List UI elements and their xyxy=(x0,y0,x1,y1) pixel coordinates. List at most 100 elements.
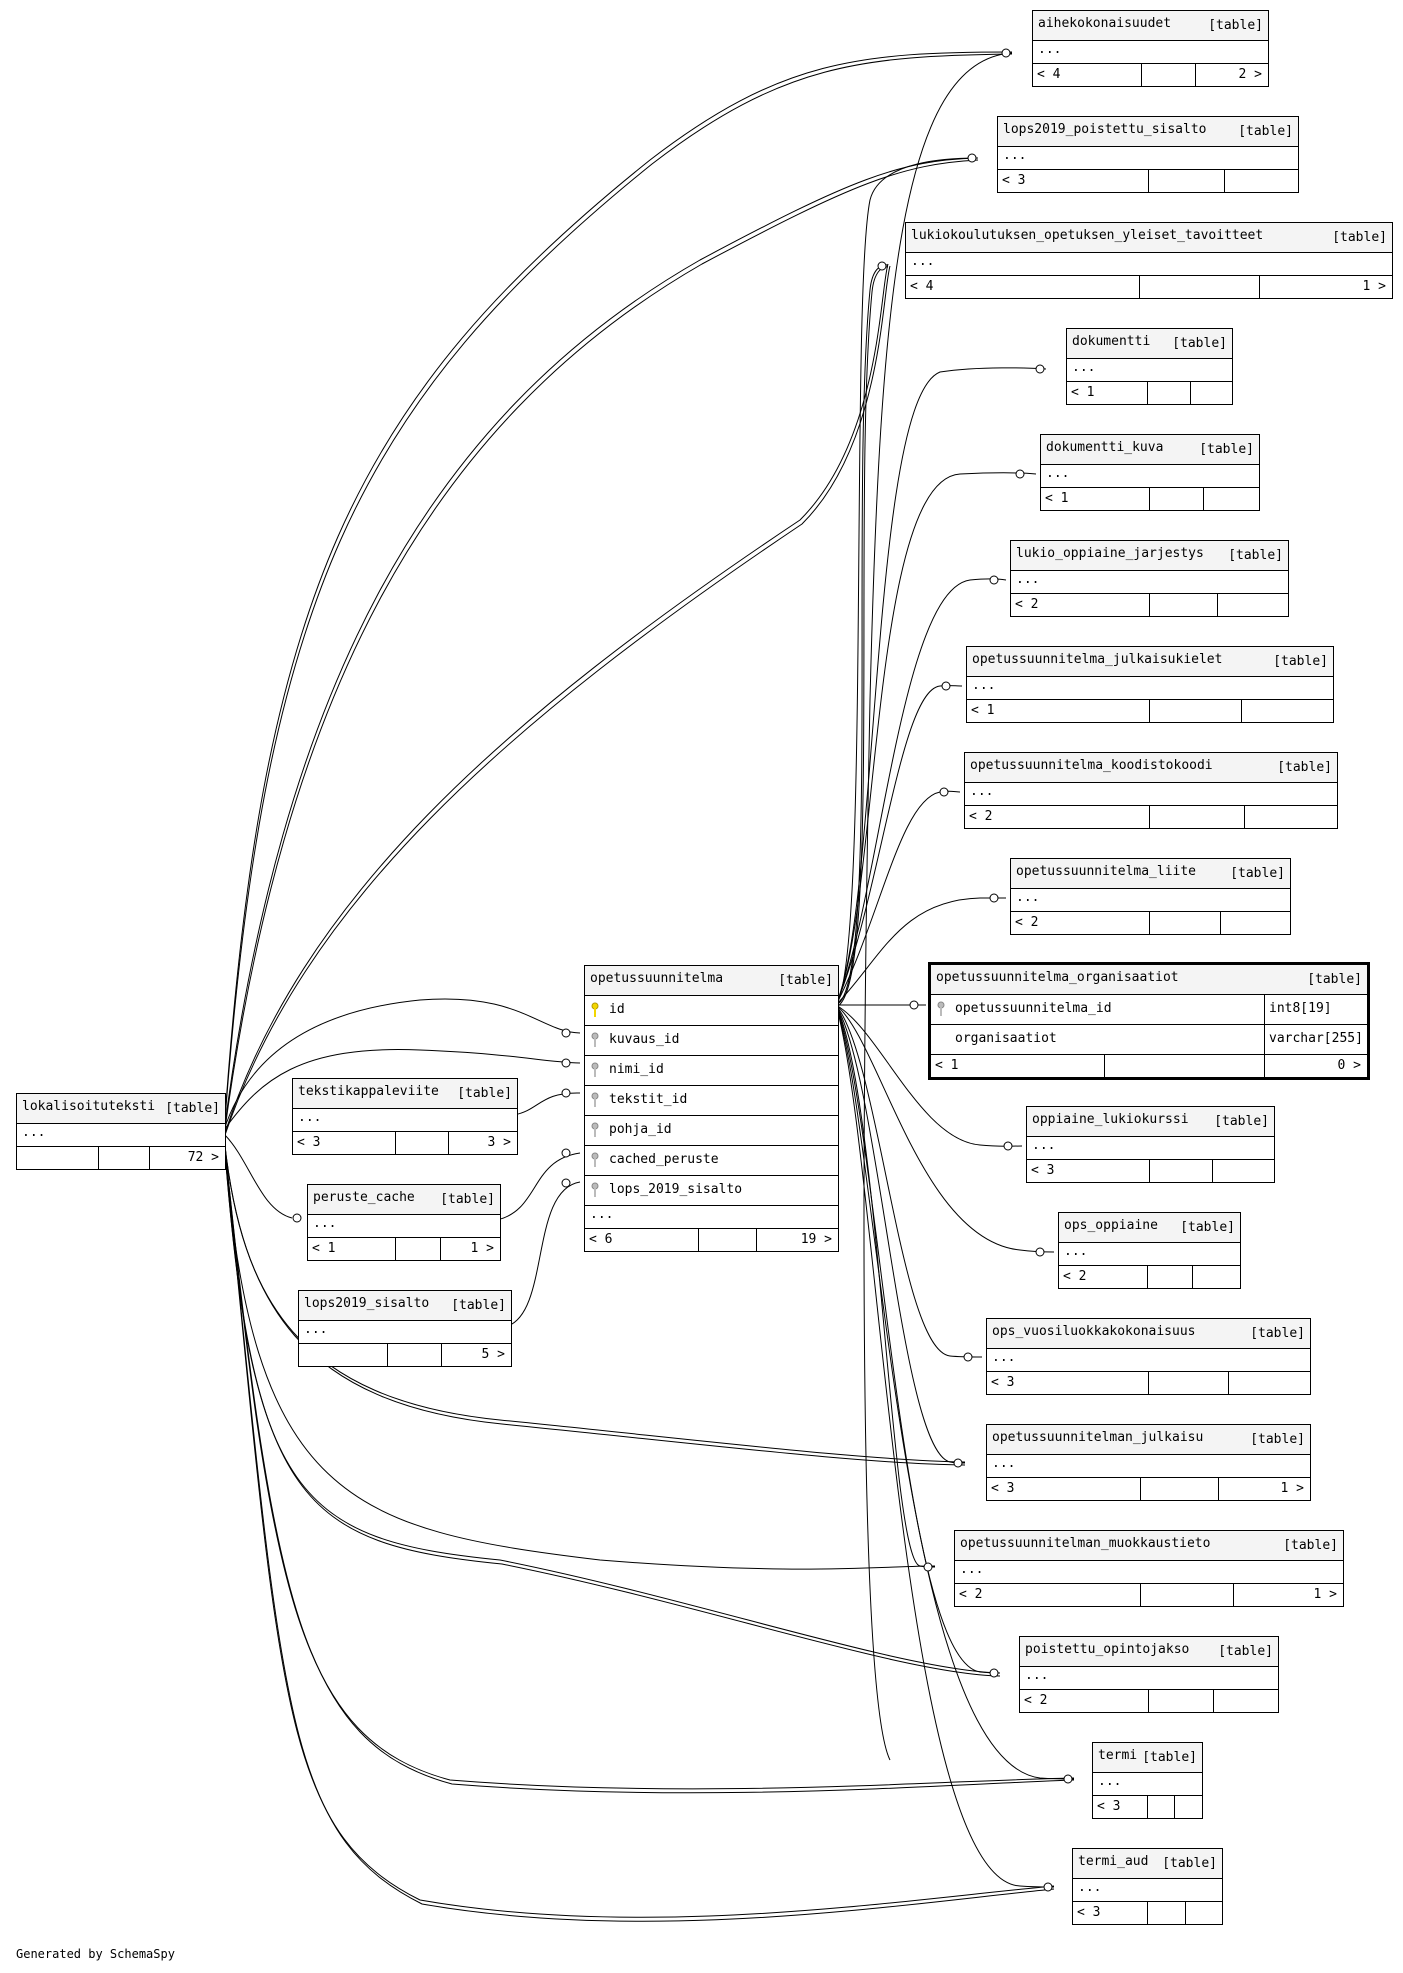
table-name: lokalisoituteksti xyxy=(22,1099,156,1114)
children-count: < 1 xyxy=(312,1241,336,1256)
table-opetussuunnitelma[interactable]: opetussuunnitelma[table] id kuvaus_id ni… xyxy=(584,965,839,1252)
table-kind: [table] xyxy=(1218,1644,1273,1659)
children-count: < 3 xyxy=(1097,1799,1121,1814)
table-footer: < 3 xyxy=(1027,1160,1274,1182)
table-opetussuunnitelma-liite[interactable]: opetussuunnitelma_liite[table] ... < 2 xyxy=(1010,858,1291,935)
table-name: tekstikappaleviite xyxy=(298,1084,439,1099)
edge-ops-termi-aud xyxy=(835,1004,1055,1888)
table-header: opetussuunnitelma_koodistokoodi[table] xyxy=(965,753,1337,783)
table-kind: [table] xyxy=(457,1086,512,1101)
table-lops2019-poistettu-sisalto[interactable]: lops2019_poistettu_sisalto[table] ... < … xyxy=(997,116,1299,193)
table-name: peruste_cache xyxy=(313,1190,415,1205)
columns-ellipsis: ... xyxy=(308,1215,500,1238)
children-count: < 4 xyxy=(910,279,934,294)
table-name: opetussuunnitelman_muokkaustieto xyxy=(960,1536,1211,1551)
edge-ops-koodistokoodi xyxy=(835,790,961,1006)
children-count: < 3 xyxy=(297,1135,321,1150)
column-row[interactable]: lops_2019_sisalto xyxy=(585,1176,838,1206)
table-footer: < 3 xyxy=(998,170,1298,192)
table-kind: [table] xyxy=(451,1298,506,1313)
table-peruste-cache[interactable]: peruste_cache [table] ... < 1 1 > xyxy=(307,1184,501,1261)
table-header: lukio_oppiaine_jarjestys[table] xyxy=(1011,541,1288,571)
columns-ellipsis: ... xyxy=(998,147,1298,170)
table-kind: [table] xyxy=(440,1192,495,1207)
table-footer: < 1 xyxy=(1041,488,1259,510)
table-kind: [table] xyxy=(165,1101,220,1116)
table-ops-oppiaine[interactable]: ops_oppiaine[table] ... < 2 xyxy=(1058,1212,1241,1289)
table-name: opetussuunnitelma_liite xyxy=(1016,864,1197,879)
column-type: int8[19] xyxy=(1269,1001,1332,1016)
table-dokumentti-kuva[interactable]: dokumentti_kuva[table] ... < 1 xyxy=(1040,434,1260,511)
table-name: lukio_oppiaine_jarjestys xyxy=(1016,546,1204,561)
column-name: tekstit_id xyxy=(609,1092,688,1107)
table-termi[interactable]: termi[table] ... < 3 xyxy=(1092,1742,1203,1819)
children-count: < 6 xyxy=(589,1232,613,1247)
column-row[interactable]: kuvaus_id xyxy=(585,1026,838,1056)
table-header: ops_oppiaine[table] xyxy=(1059,1213,1240,1243)
table-name: aihekokonaisuudet xyxy=(1038,16,1172,31)
table-termi-aud[interactable]: termi_aud[table] ... < 3 xyxy=(1072,1848,1223,1925)
parents-count: 19 > xyxy=(800,1232,832,1247)
table-opetussuunnitelman-julkaisu[interactable]: opetussuunnitelman_julkaisu[table] ... <… xyxy=(986,1424,1311,1501)
table-name: dokumentti xyxy=(1072,334,1151,349)
column-row[interactable]: organisaatiot varchar[255] xyxy=(931,1025,1367,1055)
table-kind: [table] xyxy=(1332,230,1387,245)
column-row[interactable]: opetussuunnitelma_id int8[19] xyxy=(931,995,1367,1025)
children-count: < 2 xyxy=(1015,597,1039,612)
table-lokalisoituteksti[interactable]: lokalisoituteksti[table] ... 72 > xyxy=(16,1093,226,1170)
table-oppiaine-lukiokurssi[interactable]: oppiaine_lukiokurssi[table] ... < 3 xyxy=(1026,1106,1275,1183)
table-footer: 5 > xyxy=(299,1344,511,1366)
table-lukio-oppiaine-jarjestys[interactable]: lukio_oppiaine_jarjestys[table] ... < 2 xyxy=(1010,540,1289,617)
table-ops-vuosiluokkakokonaisuus[interactable]: ops_vuosiluokkakokonaisuus[table] ... < … xyxy=(986,1318,1311,1395)
table-poistettu-opintojakso[interactable]: poistettu_opintojakso[table] ... < 2 xyxy=(1019,1636,1279,1713)
edge-lokalisointi-muokkaustieto xyxy=(223,1137,936,1570)
table-header: peruste_cache [table] xyxy=(308,1185,500,1215)
column-row[interactable]: pohja_id xyxy=(585,1116,838,1146)
table-dokumentti[interactable]: dokumentti[table] ... < 1 xyxy=(1066,328,1233,405)
column-name: organisaatiot xyxy=(955,1031,1057,1046)
table-name: opetussuunnitelma xyxy=(590,971,724,986)
children-count: < 1 xyxy=(1045,491,1069,506)
table-header: opetussuunnitelma_liite[table] xyxy=(1011,859,1290,889)
table-lops2019-sisalto[interactable]: lops2019_sisalto[table] ... 5 > xyxy=(298,1290,512,1367)
table-lukiokoulutuksen-yleiset-tavoitteet[interactable]: lukiokoulutuksen_opetuksen_yleiset_tavoi… xyxy=(905,222,1393,299)
column-row[interactable]: nimi_id xyxy=(585,1056,838,1086)
edge-lokalisointi-aihekokonaisuudet xyxy=(223,51,1013,1133)
column-row[interactable]: id xyxy=(585,996,838,1026)
table-name: ops_oppiaine xyxy=(1064,1218,1158,1233)
table-footer: < 2 xyxy=(965,806,1337,828)
table-kind: [table] xyxy=(1277,760,1332,775)
table-header: opetussuunnitelman_muokkaustieto[table] xyxy=(955,1531,1343,1561)
column-row[interactable]: cached_peruste xyxy=(585,1146,838,1176)
edge-ops-lukio-oppiaine xyxy=(835,578,1007,1006)
table-kind: [table] xyxy=(1199,442,1254,457)
column-name: nimi_id xyxy=(609,1062,664,1077)
table-footer: < 4 1 > xyxy=(906,276,1392,298)
table-header: opetussuunnitelman_julkaisu[table] xyxy=(987,1425,1310,1455)
columns-ellipsis: ... xyxy=(1073,1879,1222,1902)
table-opetussuunnitelman-muokkaustieto[interactable]: opetussuunnitelman_muokkaustieto[table] … xyxy=(954,1530,1344,1607)
children-count: < 4 xyxy=(1037,67,1061,82)
table-opetussuunnitelma-organisaatiot[interactable]: opetussuunnitelma_organisaatiot[table] o… xyxy=(928,962,1370,1080)
parents-count: 3 > xyxy=(487,1135,511,1150)
parents-count: 1 > xyxy=(470,1241,494,1256)
table-header: tekstikappaleviite [table] xyxy=(293,1079,517,1109)
children-count: < 2 xyxy=(1015,915,1039,930)
foreign-key-icon xyxy=(591,1032,599,1047)
table-header: lops2019_sisalto[table] xyxy=(299,1291,511,1321)
table-footer: < 6 19 > xyxy=(585,1229,838,1251)
columns-ellipsis: ... xyxy=(1020,1667,1278,1690)
column-type: varchar[255] xyxy=(1269,1031,1363,1046)
column-row[interactable]: tekstit_id xyxy=(585,1086,838,1116)
columns-ellipsis: ... xyxy=(987,1455,1310,1478)
table-opetussuunnitelma-julkaisukielet[interactable]: opetussuunnitelma_julkaisukielet[table] … xyxy=(966,646,1334,723)
table-opetussuunnitelma-koodistokoodi[interactable]: opetussuunnitelma_koodistokoodi[table] .… xyxy=(964,752,1338,829)
edge-ops-lops2019-poistettu xyxy=(835,157,979,1006)
columns-ellipsis: ... xyxy=(1067,359,1232,382)
parents-count: 1 > xyxy=(1362,279,1386,294)
column-name: pohja_id xyxy=(609,1122,672,1137)
